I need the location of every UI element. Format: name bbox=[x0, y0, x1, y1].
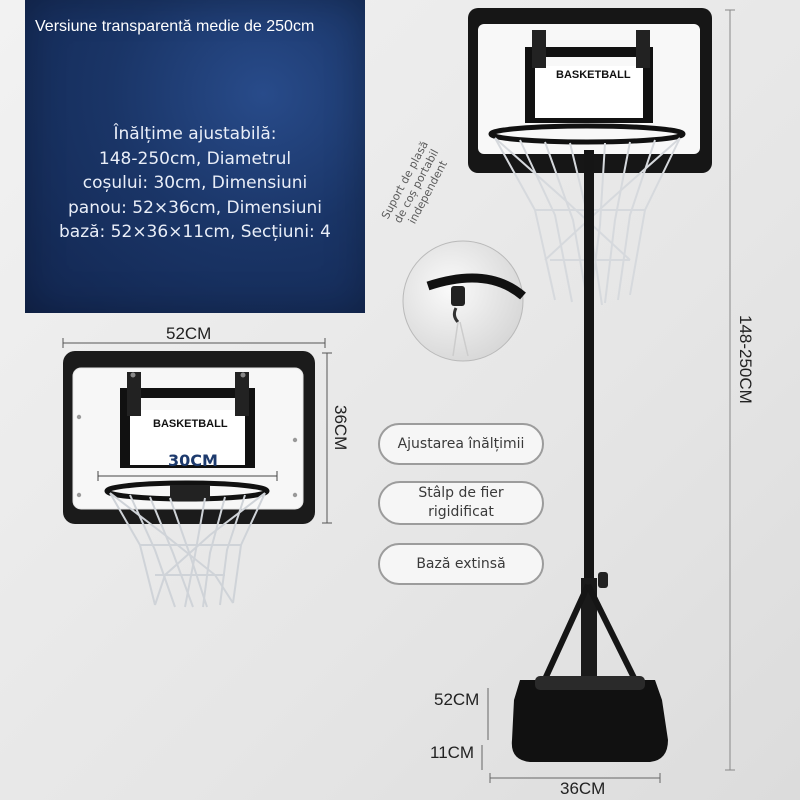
version-title: Versiune transparentă medie de 250cm bbox=[35, 18, 315, 35]
base-height-label: 11CM bbox=[430, 743, 475, 762]
base-width-label: 36CM bbox=[560, 779, 606, 798]
spec-line: panou: 52×36cm, Dimensiuni bbox=[68, 197, 322, 218]
net-support-callout-circle bbox=[402, 240, 526, 362]
backboard-brand-text: BASKETBALL bbox=[153, 418, 228, 430]
spec-line: 148-250cm, Diametrul bbox=[98, 148, 292, 169]
feature-pill-extended-base: Bază extinsă bbox=[378, 543, 544, 585]
stand-brand-text: BASKETBALL bbox=[556, 69, 631, 81]
spec-text: Înălțime ajustabilă: 148-250cm, Diametru… bbox=[25, 122, 365, 245]
backboard-width-label: 52CM bbox=[166, 324, 212, 343]
feature-pill-reinforced-pole: Stâlp de fier rigidificat bbox=[378, 481, 544, 525]
backboard-height-label: 36CM bbox=[331, 405, 350, 451]
info-panel: Versiune transparentă medie de 250cm Înă… bbox=[25, 0, 365, 313]
stand-height-label: 148-250CM bbox=[736, 315, 755, 404]
spec-line: Înălțime ajustabilă: bbox=[113, 124, 277, 144]
spec-line: coșului: 30cm, Dimensiuni bbox=[82, 173, 308, 193]
feature-pill-height-adjust: Ajustarea înălțimii bbox=[378, 423, 544, 465]
spec-line: bază: 52×36×11cm, Secțiuni: 4 bbox=[59, 222, 331, 242]
backboard-detail-illustration bbox=[62, 338, 332, 608]
rim-diameter-label: 30CM bbox=[168, 451, 218, 470]
full-stand-illustration bbox=[468, 8, 735, 783]
base-length-label: 52CM bbox=[434, 690, 480, 709]
